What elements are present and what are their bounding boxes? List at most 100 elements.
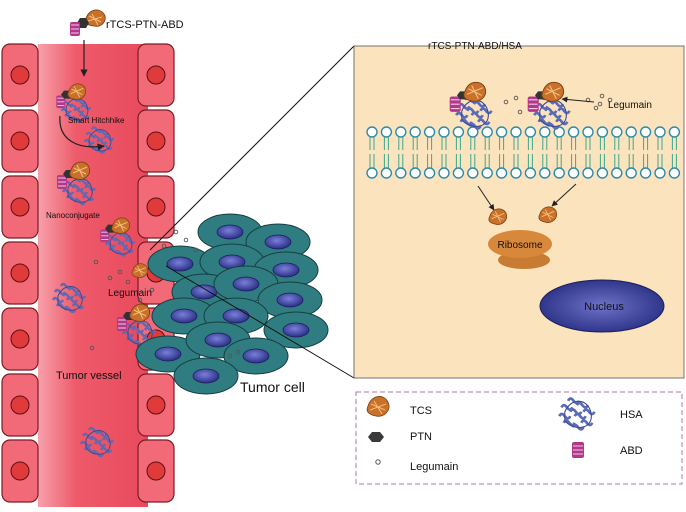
tcs-icon bbox=[111, 217, 131, 234]
lipid-pair bbox=[654, 126, 666, 179]
zoom-line-top bbox=[149, 45, 355, 251]
lipid-head-bottom bbox=[495, 167, 508, 179]
abd-icon bbox=[57, 175, 67, 189]
lipid-head-top bbox=[423, 126, 436, 138]
hsa-helix bbox=[580, 419, 594, 427]
tcs-release-arrow-right bbox=[551, 183, 577, 207]
lipid-pair bbox=[438, 126, 450, 179]
abd-icon bbox=[449, 96, 461, 112]
lipid-head-bottom bbox=[467, 167, 479, 179]
hsa-outline bbox=[57, 286, 83, 311]
lipid-head-top bbox=[625, 126, 637, 138]
legumain-panel-label: Legumain bbox=[608, 100, 652, 111]
lipid-tail-top bbox=[470, 137, 476, 150]
tcs-detail bbox=[545, 85, 561, 99]
legumain-dot bbox=[137, 297, 143, 303]
lipid-pair bbox=[596, 126, 609, 179]
legumain-dot bbox=[117, 269, 123, 275]
lipid-pair bbox=[395, 126, 407, 179]
lipid-pair bbox=[567, 126, 580, 179]
lipid-tail-bottom bbox=[499, 154, 505, 168]
tumor-vessel-label: Tumor vessel bbox=[56, 370, 122, 382]
legumain-dot bbox=[183, 237, 189, 243]
hsa-helix bbox=[81, 194, 95, 202]
abd-icon bbox=[527, 96, 539, 112]
lipid-pair bbox=[423, 126, 436, 179]
lipid-head-bottom bbox=[596, 167, 609, 179]
tumor-cell-nucleus bbox=[192, 368, 220, 384]
tumor-cell bbox=[257, 281, 323, 319]
legumain-vessel-label: Legumain bbox=[108, 288, 152, 299]
lipid-tail-bottom bbox=[585, 154, 591, 168]
legend-tcs-icon bbox=[366, 396, 390, 417]
lipid-tail-top bbox=[455, 137, 461, 150]
hsa-outline bbox=[461, 99, 489, 127]
lipid-tail-top bbox=[427, 137, 433, 150]
tumor-cell-cluster bbox=[135, 213, 329, 395]
legumain-dot bbox=[503, 99, 509, 105]
hsa-outline bbox=[88, 129, 112, 152]
lipid-tail-top bbox=[542, 137, 548, 150]
legumain-dot bbox=[125, 279, 131, 285]
legumain-dot bbox=[173, 229, 179, 235]
nanoconjugate bbox=[57, 161, 97, 206]
abd-icon bbox=[117, 317, 127, 331]
hsa-helix bbox=[472, 100, 487, 108]
tumor-cell bbox=[147, 245, 213, 283]
zoom-line-bottom bbox=[165, 265, 355, 379]
hsa-helix bbox=[557, 107, 571, 115]
legend-ptn-label: PTN bbox=[410, 431, 432, 443]
tumor-cell-nucleus bbox=[264, 234, 292, 250]
lipid-tail-top bbox=[383, 137, 389, 150]
hsa-helix bbox=[124, 238, 136, 245]
nucleus-label: Nucleus bbox=[584, 301, 624, 313]
lipid-head-bottom bbox=[654, 167, 666, 179]
lipid-head-bottom bbox=[423, 167, 436, 179]
nanoconjugate bbox=[100, 217, 136, 257]
tcs-icon bbox=[463, 81, 487, 102]
lipid-tail-bottom bbox=[484, 154, 490, 168]
left-endothelial-cell bbox=[1, 439, 39, 503]
hsa-helix bbox=[96, 138, 108, 145]
lipid-head-top bbox=[366, 126, 378, 138]
cell-membrane bbox=[366, 126, 681, 179]
lipid-head-bottom bbox=[567, 167, 580, 179]
hsa-helix bbox=[61, 292, 75, 300]
legumain-dot bbox=[89, 345, 95, 351]
lipid-head-bottom bbox=[395, 167, 407, 179]
left-endothelial-cell bbox=[1, 307, 39, 371]
hsa-helix bbox=[113, 238, 125, 245]
hsa-icon bbox=[558, 397, 596, 431]
lipid-head-top bbox=[639, 126, 652, 138]
lipid-tail-bottom bbox=[614, 154, 620, 168]
tumor-cell-label: Tumor cell bbox=[240, 379, 305, 395]
hsa-helix bbox=[119, 232, 131, 239]
tumor-cell-nucleus bbox=[190, 284, 218, 300]
endothelial-cell-nucleus bbox=[10, 197, 30, 217]
lipid-tail-top bbox=[643, 137, 649, 150]
lipid-pair bbox=[467, 126, 479, 179]
hsa-helix bbox=[71, 184, 85, 192]
abd-icon bbox=[56, 95, 66, 109]
legumain-dot bbox=[513, 95, 519, 101]
lipid-tail-bottom bbox=[657, 154, 663, 168]
lipid-head-top bbox=[438, 126, 450, 138]
endothelial-cell-nucleus bbox=[146, 65, 166, 85]
hsa-helix bbox=[573, 412, 587, 420]
hsa-icon bbox=[79, 426, 115, 458]
legend-legumain-label: Legumain bbox=[410, 461, 458, 473]
lipid-tail-bottom bbox=[571, 154, 577, 168]
legend-hsa-label: HSA bbox=[620, 409, 643, 421]
legend-legumain-icon bbox=[375, 459, 381, 465]
hsa-helix bbox=[117, 241, 129, 248]
hsa-helix bbox=[73, 292, 87, 300]
abd-icon bbox=[70, 22, 80, 36]
nanoconjugate bbox=[449, 81, 493, 130]
lipid-head-top bbox=[510, 126, 522, 138]
tumor-cell bbox=[263, 311, 329, 349]
tcs-detail bbox=[467, 85, 483, 99]
right-endothelial-cell bbox=[137, 175, 175, 239]
hsa-helix bbox=[103, 135, 115, 142]
lipid-tail-top bbox=[499, 137, 505, 150]
